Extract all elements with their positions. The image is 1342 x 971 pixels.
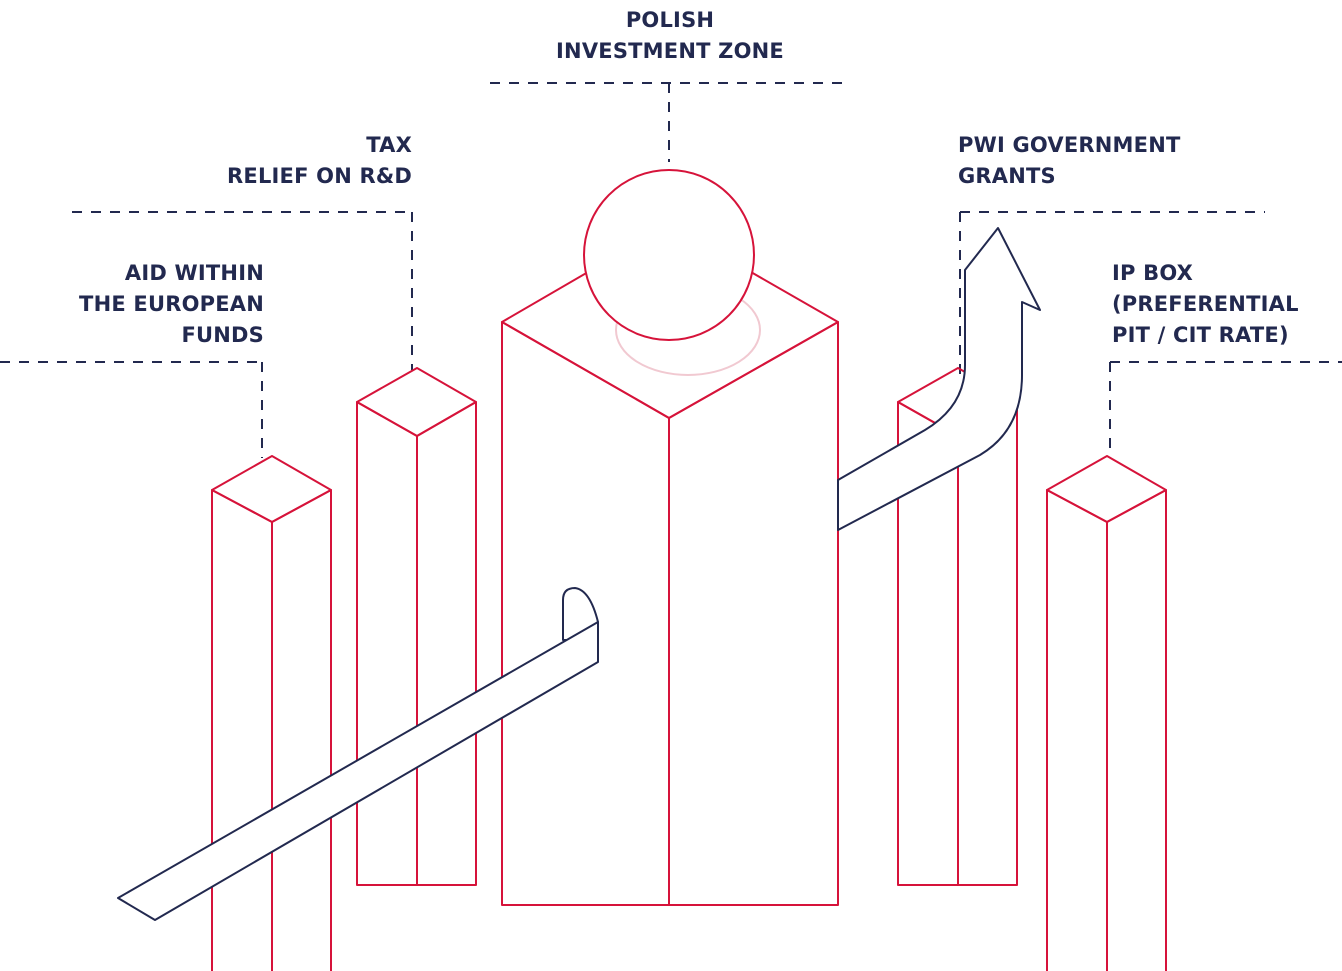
connector-ip-box bbox=[1109, 361, 1342, 458]
connector-tax-relief bbox=[72, 211, 413, 370]
connector-lines bbox=[0, 82, 1342, 458]
label-polish-investment-zone: POLISH INVESTMENT ZONE bbox=[500, 5, 840, 67]
label-pwi-grants-line-2: GRANTS bbox=[958, 164, 1056, 188]
sphere bbox=[583, 169, 755, 341]
label-european-funds-line-2: THE EUROPEAN bbox=[79, 292, 264, 316]
label-polish-investment-zone-line-1: POLISH bbox=[625, 8, 715, 32]
pillar-tax-relief bbox=[356, 367, 477, 886]
label-ip-box-line-3: PIT / CIT RATE) bbox=[1112, 323, 1289, 347]
label-european-funds: AID WITHIN THE EUROPEAN FUNDS bbox=[0, 258, 264, 351]
label-ip-box-line-1: IP BOX bbox=[1112, 261, 1194, 285]
label-pwi-grants: PWI GOVERNMENT GRANTS bbox=[958, 130, 1278, 192]
label-pwi-grants-line-1: PWI GOVERNMENT bbox=[958, 133, 1181, 157]
label-european-funds-line-1: AID WITHIN bbox=[124, 261, 264, 285]
label-polish-investment-zone-line-2: INVESTMENT ZONE bbox=[556, 39, 784, 63]
pillar-ip-box bbox=[1046, 455, 1167, 971]
pillar-european-funds bbox=[211, 455, 332, 971]
barrier-ribbon bbox=[117, 587, 599, 921]
label-tax-relief-line-1: TAX bbox=[366, 133, 412, 157]
label-ip-box-line-2: (PREFERENTIAL bbox=[1112, 292, 1299, 316]
central-building bbox=[501, 169, 839, 906]
barrier-arm bbox=[117, 621, 599, 921]
rising-arrow bbox=[837, 227, 1041, 531]
label-tax-relief: TAX RELIEF ON R&D bbox=[110, 130, 412, 192]
label-european-funds-line-3: FUNDS bbox=[181, 323, 264, 347]
connector-pwi-grants bbox=[959, 211, 1265, 375]
connector-european-funds bbox=[0, 361, 263, 458]
label-ip-box: IP BOX (PREFERENTIAL PIT / CIT RATE) bbox=[1112, 258, 1340, 351]
connector-polish-investment-zone bbox=[490, 82, 850, 162]
label-tax-relief-line-2: RELIEF ON R&D bbox=[227, 164, 412, 188]
